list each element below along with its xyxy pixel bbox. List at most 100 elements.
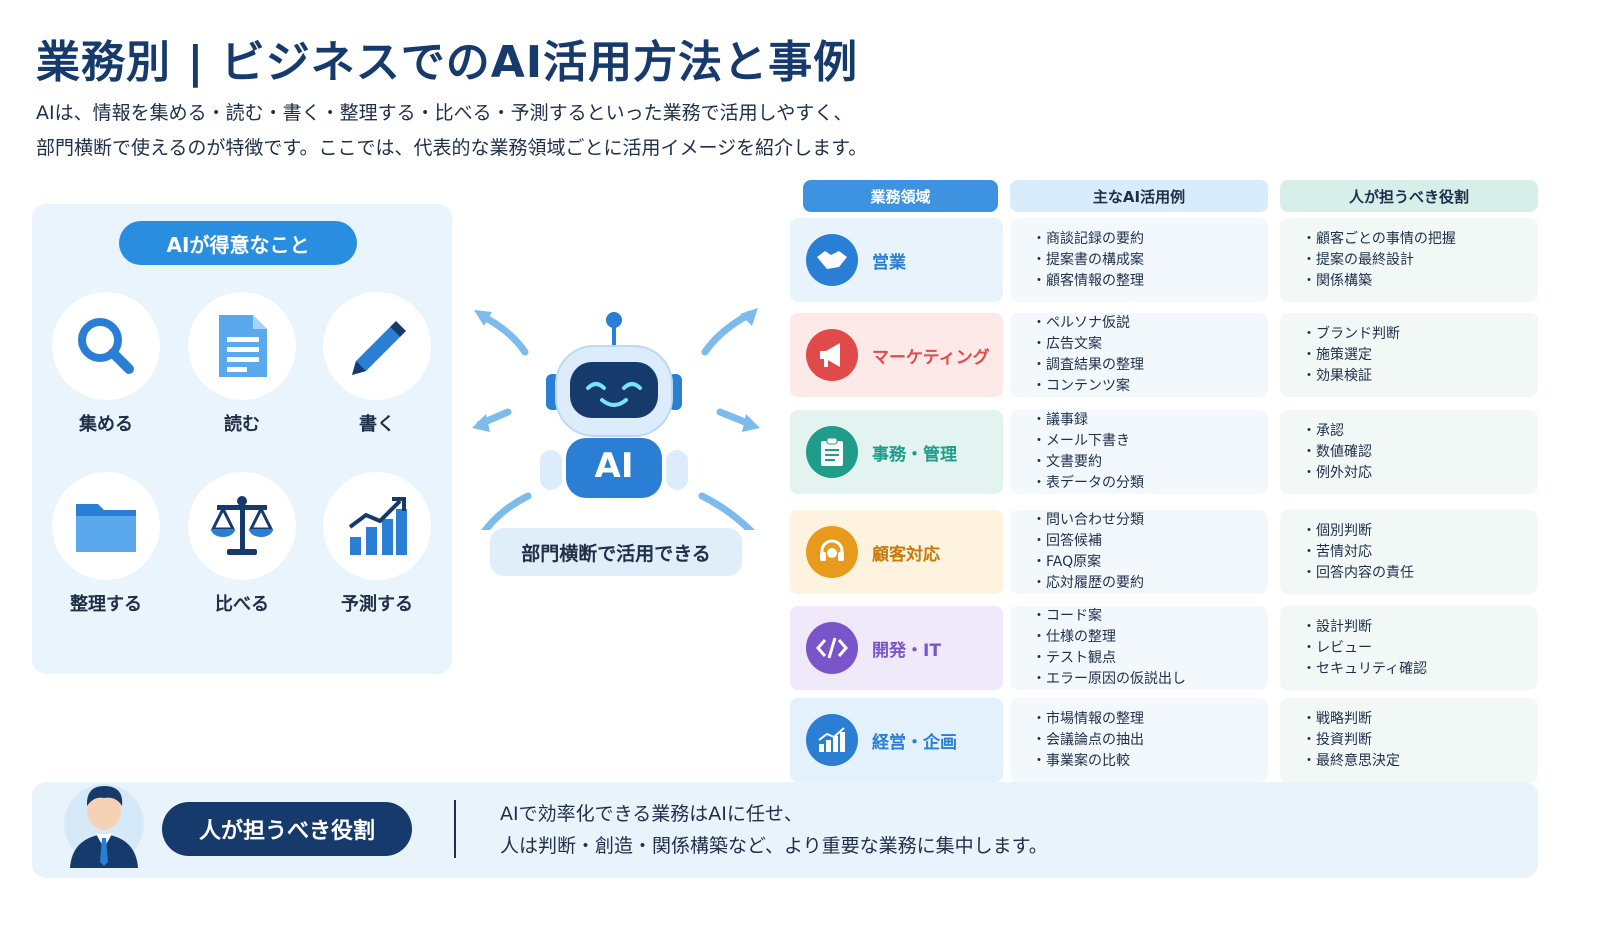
list-item: ブランド判断 [1302, 324, 1538, 345]
human-roles-cell: 戦略判断投資判断最終意思決定 [1280, 698, 1538, 782]
folder-icon [52, 472, 160, 580]
list-item: 回答内容の責任 [1302, 563, 1538, 584]
ai-strengths-heading: AIが得意なこと [119, 221, 357, 265]
header-area: 業務領域 [803, 180, 998, 212]
area-cell: マーケティング [790, 313, 1003, 397]
skill-predict: 予測する [322, 472, 432, 616]
area-name: 事務・管理 [872, 444, 957, 465]
cross-department-caption: 部門横断で活用できる [490, 528, 742, 576]
handshake-icon [806, 234, 858, 286]
ai-examples-cell: 市場情報の整理会議論点の抽出事業案の比較 [1010, 698, 1268, 782]
document-icon [188, 292, 296, 400]
ai-robot-hub: AI 部門横断で活用できる [470, 300, 770, 600]
human-roles-cell: 個別判断苦情対応回答内容の責任 [1280, 510, 1538, 594]
list-item: コード案 [1032, 606, 1268, 627]
list-item: 数値確認 [1302, 442, 1538, 463]
list-item: 関係構築 [1302, 271, 1538, 292]
page-subtitle: AIは、情報を集める・読む・書く・整理する・比べる・予測するといった業務で活用し… [36, 96, 867, 166]
clipboard-icon [806, 426, 858, 478]
ai-examples-cell: 商談記録の要約提案書の構成案顧客情報の整理 [1010, 218, 1268, 302]
ai-strengths-panel: AIが得意なこと 集める 読む 書く 整理する 比べる 予測する [32, 204, 452, 674]
page-title: 業務別 | ビジネスでのAI活用方法と事例 [36, 37, 859, 88]
robot-ai-label: AI [594, 446, 634, 486]
list-item: 商談記録の要約 [1032, 229, 1268, 250]
area-name: 経営・企画 [872, 732, 957, 753]
list-item: 苦情対応 [1302, 542, 1538, 563]
list-item: セキュリティ確認 [1302, 659, 1538, 680]
area-name: 顧客対応 [872, 544, 940, 565]
subtitle-line-1: AIは、情報を集める・読む・書く・整理する・比べる・予測するといった業務で活用し… [36, 102, 853, 124]
list-item: ペルソナ仮説 [1032, 313, 1268, 334]
magnifier-icon [52, 292, 160, 400]
list-item: 例外対応 [1302, 463, 1538, 484]
list-item: メール下書き [1032, 431, 1268, 452]
code-icon [806, 622, 858, 674]
list-item: 設計判断 [1302, 617, 1538, 638]
table-row: 営業商談記録の要約提案書の構成案顧客情報の整理顧客ごとの事情の把握提案の最終設計… [790, 218, 1540, 302]
list-item: 効果検証 [1302, 366, 1538, 387]
list-item: 戦略判断 [1302, 709, 1538, 730]
area-cell: 顧客対応 [790, 510, 1003, 594]
ai-examples-cell: ペルソナ仮説広告文案調査結果の整理コンテンツ案 [1010, 313, 1268, 397]
list-item: 投資判断 [1302, 730, 1538, 751]
human-roles-cell: ブランド判断施策選定効果検証 [1280, 313, 1538, 397]
table-row: 開発・ITコード案仕様の整理テスト観点エラー原因の仮説出し設計判断レビューセキュ… [790, 606, 1540, 690]
businessman-avatar [64, 784, 144, 868]
skill-read: 読む [187, 292, 297, 436]
list-item: 回答候補 [1032, 531, 1268, 552]
ai-examples-cell: 問い合わせ分類回答候補FAQ原案応対履歴の要約 [1010, 510, 1268, 594]
bar-chart-icon [806, 714, 858, 766]
list-item: 顧客ごとの事情の把握 [1302, 229, 1538, 250]
ai-examples-cell: 議事録メール下書き文書要約表データの分類 [1010, 410, 1268, 494]
list-item: 提案書の構成案 [1032, 250, 1268, 271]
list-item: テスト観点 [1032, 648, 1268, 669]
human-roles-cell: 承認数値確認例外対応 [1280, 410, 1538, 494]
skill-label: 整理する [70, 594, 142, 615]
header-ai-examples: 主なAI活用例 [1010, 180, 1268, 212]
headset-icon [806, 526, 858, 578]
list-item: 事業案の比較 [1032, 751, 1268, 772]
area-cell: 経営・企画 [790, 698, 1003, 782]
list-item: 問い合わせ分類 [1032, 510, 1268, 531]
message-line-2: 人は判断・創造・関係構築など、より重要な業務に集中します。 [500, 835, 1048, 857]
list-item: コンテンツ案 [1032, 376, 1268, 397]
area-name: 開発・IT [872, 640, 941, 661]
list-item: 承認 [1302, 421, 1538, 442]
skill-organize: 整理する [51, 472, 161, 616]
robot-illustration [472, 308, 760, 536]
list-item: レビュー [1302, 638, 1538, 659]
skill-label: 比べる [215, 594, 269, 615]
list-item: 顧客情報の整理 [1032, 271, 1268, 292]
area-cell: 開発・IT [790, 606, 1003, 690]
table-row: 経営・企画 市場情報の整理会議論点の抽出事業案の比較戦略判断投資判断最終意思決定 [790, 698, 1540, 782]
list-item: 会議論点の抽出 [1032, 730, 1268, 751]
area-cell: 営業 [790, 218, 1003, 302]
skill-label: 予測する [341, 594, 413, 615]
list-item: 施策選定 [1302, 345, 1538, 366]
table-row: 顧客対応問い合わせ分類回答候補FAQ原案応対履歴の要約個別判断苦情対応回答内容の… [790, 510, 1540, 594]
list-item: FAQ原案 [1032, 552, 1268, 573]
ai-examples-cell: コード案仕様の整理テスト観点エラー原因の仮説出し [1010, 606, 1268, 690]
header-human-roles: 人が担うべき役割 [1280, 180, 1538, 212]
skill-collect: 集める [51, 292, 161, 436]
skill-label: 読む [224, 414, 260, 435]
scale-icon [188, 472, 296, 580]
table-row: 事務・管理議事録メール下書き文書要約表データの分類承認数値確認例外対応 [790, 410, 1540, 494]
list-item: 個別判断 [1302, 521, 1538, 542]
subtitle-line-2: 部門横断で使えるのが特徴です。ここでは、代表的な業務領域ごとに活用イメージを紹介… [36, 137, 868, 159]
list-item: 提案の最終設計 [1302, 250, 1538, 271]
list-item: 文書要約 [1032, 452, 1268, 473]
table-row: マーケティングペルソナ仮説広告文案調査結果の整理コンテンツ案ブランド判断施策選定… [790, 313, 1540, 397]
list-item: 仕様の整理 [1032, 627, 1268, 648]
megaphone-icon [806, 329, 858, 381]
message-line-1: AIで効率化できる業務はAIに任せ、 [500, 803, 803, 825]
skill-compare: 比べる [187, 472, 297, 616]
list-item: 調査結果の整理 [1032, 355, 1268, 376]
human-role-pill: 人が担うべき役割 [162, 802, 412, 856]
skill-write: 書く [322, 292, 432, 436]
human-roles-cell: 設計判断レビューセキュリティ確認 [1280, 606, 1538, 690]
growth-chart-icon [323, 472, 431, 580]
list-item: 応対履歴の要約 [1032, 573, 1268, 594]
divider [454, 800, 456, 858]
skill-label: 集める [79, 414, 133, 435]
